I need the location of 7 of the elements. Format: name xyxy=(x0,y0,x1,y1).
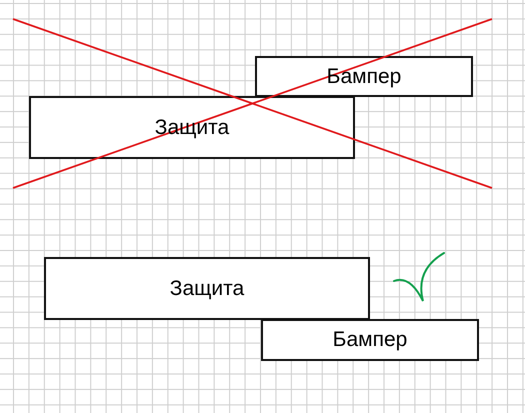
part-label: Защита xyxy=(170,276,244,300)
part-label: Бампер xyxy=(326,64,402,88)
part-label: Бампер xyxy=(332,328,408,352)
rectangle-frame xyxy=(255,56,473,97)
rectangle-frame xyxy=(261,319,479,361)
rectangle-frame xyxy=(44,257,370,320)
rectangle-frame xyxy=(29,96,355,159)
